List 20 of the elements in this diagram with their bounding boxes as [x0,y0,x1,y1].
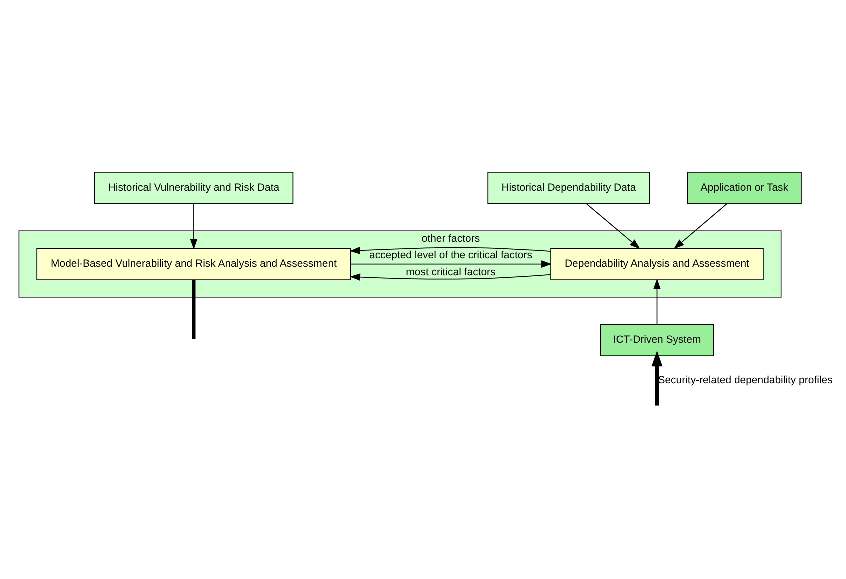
node-box: Dependability Analysis and Assessment [550,248,764,280]
arrow [350,274,552,281]
arrow [674,204,728,250]
cluster [18,230,782,298]
node-box: ICT-Driven System [600,324,714,356]
arrow [350,260,552,268]
arrow [586,204,640,250]
edge-label: most critical factors [406,267,496,278]
connector [192,280,196,340]
arrow [652,350,663,406]
arrow [190,204,198,250]
edge-label: Security-related dependability profiles [658,376,833,387]
edge-label: other factors [422,234,480,246]
node-box: Historical Vulnerability and Risk Data [94,172,294,204]
arrow [654,278,661,325]
edge-label: accepted level of the critical factors [370,250,532,262]
node-box: Historical Dependability Data [488,172,650,204]
arrow [350,247,552,254]
node-box: Model-Based Vulnerability and Risk Analysis and Assessment [36,248,352,280]
node-box: Application or Task [687,172,802,204]
